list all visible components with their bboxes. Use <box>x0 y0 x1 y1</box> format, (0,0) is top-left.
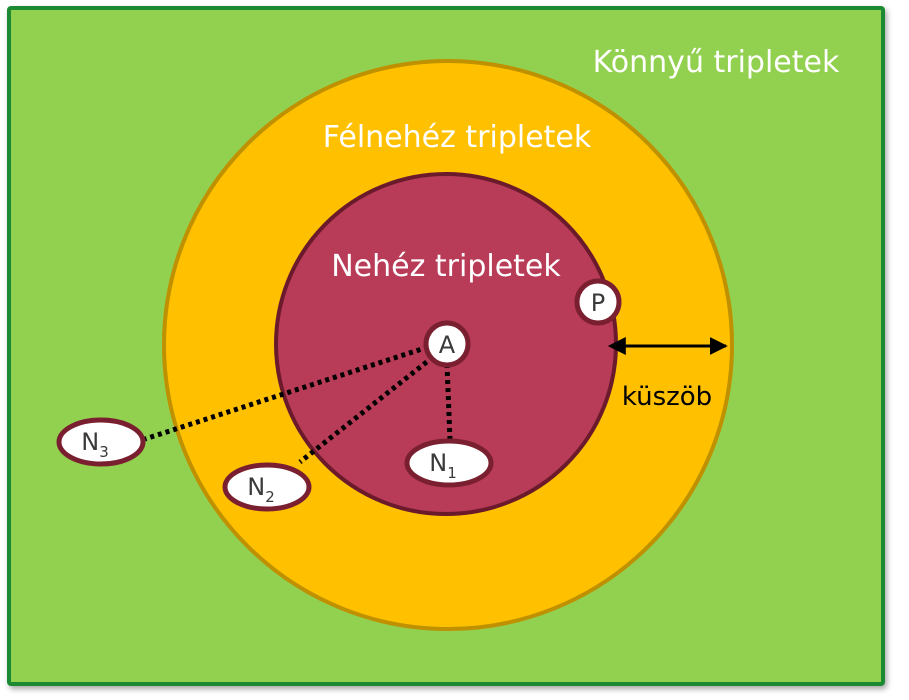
negative-node-2-subscript: 2 <box>265 488 275 506</box>
negative-node-2-label: N <box>247 473 265 501</box>
threshold-label: küszöb <box>622 382 712 412</box>
semi-hard-region-label: Félnehéz tripletek <box>323 120 592 155</box>
svg-text:N2: N2 <box>247 473 275 506</box>
positive-node-label: P <box>591 289 605 317</box>
svg-text:N1: N1 <box>429 449 457 482</box>
svg-text:N3: N3 <box>81 428 109 461</box>
negative-node-3-label: N <box>81 428 99 456</box>
negative-node-1-label: N <box>429 449 447 477</box>
negative-node-2: N2 <box>222 462 312 512</box>
anchor-node-label: A <box>439 331 456 359</box>
negative-node-3-subscript: 3 <box>99 443 109 461</box>
anchor-node: A <box>423 320 471 368</box>
hard-region-label: Nehéz tripletek <box>331 249 561 284</box>
negative-node-1-subscript: 1 <box>447 464 457 482</box>
anchor-n3-line <box>144 344 429 442</box>
negative-node-1: N1 <box>404 438 494 488</box>
easy-region-label: Könnyű tripletek <box>593 45 840 80</box>
negative-node-3: N3 <box>56 417 146 467</box>
positive-node: P <box>574 278 622 326</box>
